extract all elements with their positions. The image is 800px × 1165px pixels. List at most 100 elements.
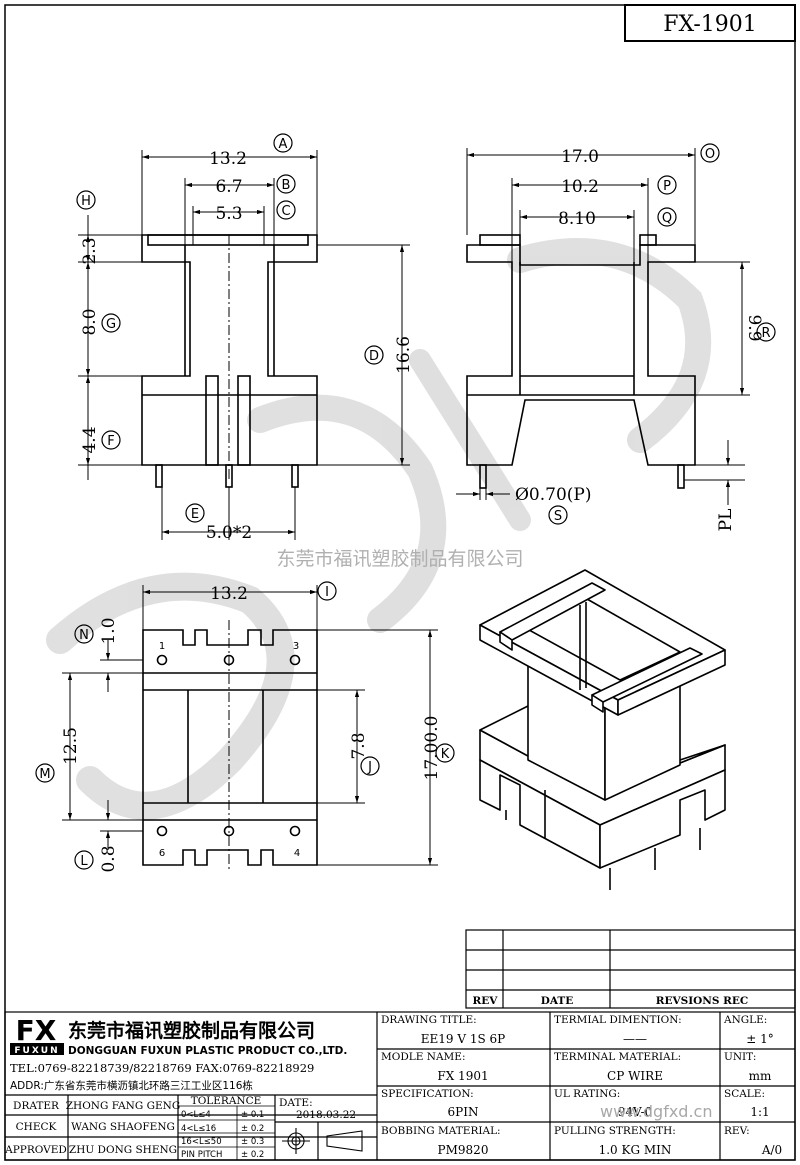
pulling-strength-label: PULLING STRENGTH: bbox=[554, 1125, 676, 1137]
tolerance-r1-range: 0<L≤4 bbox=[181, 1110, 211, 1120]
dim-n-value: 1.0 bbox=[99, 617, 119, 644]
drater-name: ZHONG FANG GENG bbox=[66, 1100, 180, 1112]
svg-text:FUXUN: FUXUN bbox=[14, 1046, 59, 1056]
pulling-strength-value: 1.0 KG MIN bbox=[599, 1143, 672, 1157]
bobbin-material-label: BOBBING MATERIAL: bbox=[381, 1125, 501, 1137]
label-c: C bbox=[281, 204, 290, 219]
label-n: N bbox=[79, 628, 89, 643]
company-address: ADDR:广东省东莞市横沥镇北环路三江工业区116栋 bbox=[10, 1079, 253, 1092]
tolerance-title: TOLERANCE bbox=[191, 1095, 262, 1107]
dim-c-value: 5.3 bbox=[215, 204, 242, 224]
company-tel: TEL:0769-82218739/82218769 FAX:0769-8221… bbox=[10, 1061, 314, 1075]
bottom-circle-labels bbox=[35, 581, 455, 870]
watermark-text: 东莞市福讯塑胶制品有限公司 bbox=[276, 548, 523, 570]
label-q: Q bbox=[662, 211, 672, 226]
specification-value: 6PIN bbox=[448, 1105, 479, 1119]
dim-o-value: 17.0 bbox=[561, 147, 599, 167]
check-name: WANG SHAOFENG bbox=[71, 1121, 175, 1133]
label-d: D bbox=[369, 349, 379, 364]
label-j: J bbox=[367, 760, 372, 775]
isometric-view bbox=[479, 569, 726, 890]
drawing-title-value: EE19 V 1S 6P bbox=[421, 1032, 505, 1046]
pin-6-label: 6 bbox=[159, 848, 165, 859]
terminal-dim-value: —— bbox=[623, 1032, 647, 1046]
drawing-title-label: DRAWING TITLE: bbox=[381, 1014, 477, 1026]
side-dims bbox=[456, 148, 750, 505]
projection-symbol-icon bbox=[282, 1128, 363, 1154]
label-i: I bbox=[325, 585, 329, 600]
company-name-en: DONGGUAN FUXUN PLASTIC PRODUCT CO.,LTD. bbox=[68, 1045, 347, 1057]
label-g: G bbox=[106, 317, 116, 332]
revision-table bbox=[465, 929, 796, 1009]
specification-label: SPECIFICATION: bbox=[381, 1088, 474, 1100]
drawing-number-box: FX-1901 bbox=[624, 4, 796, 42]
pin-4-label: 4 bbox=[294, 848, 300, 859]
pin-1-label: 1 bbox=[159, 641, 165, 652]
dim-pin-diameter: Ø0.70(P) bbox=[515, 485, 592, 505]
tolerance-r2-range: 4<L≤16 bbox=[181, 1124, 216, 1134]
label-p: P bbox=[663, 179, 671, 194]
svg-text:FX: FX bbox=[16, 1014, 57, 1047]
tolerance-r3-value: ± 0.3 bbox=[241, 1137, 264, 1147]
dim-pl-value: PL bbox=[716, 509, 736, 532]
label-s: S bbox=[554, 509, 562, 524]
dim-h-value: 2.3 bbox=[80, 237, 100, 264]
front-circle-labels bbox=[76, 133, 384, 523]
angle-value: ± 1° bbox=[746, 1032, 774, 1046]
dim-r-value: 9.9 bbox=[744, 314, 764, 341]
pin-3-label: 3 bbox=[293, 641, 299, 652]
terminal-dim-label: TERMIAL DIMENTION: bbox=[554, 1014, 682, 1026]
dim-l-value: 0.8 bbox=[99, 845, 119, 872]
drawing-number: FX-1901 bbox=[663, 12, 757, 37]
watermark-url: www.dgfxd.cn bbox=[600, 1102, 712, 1121]
title-block-grid bbox=[4, 1011, 796, 1161]
dim-a-value: 13.2 bbox=[209, 149, 247, 169]
angle-label: ANGLE: bbox=[723, 1014, 767, 1026]
terminal-material-label: TERMINAL MATERIAL: bbox=[554, 1051, 681, 1063]
label-k: K bbox=[441, 747, 450, 762]
dim-k-value: 17.00.0 bbox=[422, 716, 442, 781]
approved-label: APPROVED bbox=[4, 1144, 67, 1156]
tolerance-r1-value: ± 0.1 bbox=[241, 1110, 264, 1120]
approved-name: ZHU DONG SHENG bbox=[69, 1144, 177, 1156]
dim-j-value: 7.8 bbox=[349, 732, 369, 759]
dim-f-value: 4.4 bbox=[80, 426, 100, 453]
rev-label: REV: bbox=[724, 1125, 750, 1137]
label-r: R bbox=[761, 326, 770, 341]
unit-value: mm bbox=[749, 1069, 772, 1083]
tolerance-r4-range: PIN PITCH bbox=[181, 1150, 222, 1160]
date-label: DATE: bbox=[279, 1097, 313, 1109]
scale-label: SCALE: bbox=[724, 1088, 765, 1100]
label-l: L bbox=[80, 854, 88, 869]
dim-g-value: 8.0 bbox=[80, 308, 100, 335]
date-value: 2018.03.22 bbox=[296, 1109, 356, 1121]
model-value: FX 1901 bbox=[437, 1069, 488, 1083]
sheet-border bbox=[4, 4, 796, 1161]
revisions-col-header: REVSIONS REC bbox=[656, 995, 748, 1007]
dim-i-value: 13.2 bbox=[210, 584, 248, 604]
bobbin-material-value: PM9820 bbox=[438, 1143, 489, 1157]
dim-p-value: 10.2 bbox=[561, 177, 599, 197]
company-name-cn: 东莞市福讯塑胶制品有限公司 bbox=[68, 1019, 315, 1042]
unit-label: UNIT: bbox=[724, 1051, 756, 1063]
label-e: E bbox=[191, 507, 199, 522]
label-h: H bbox=[81, 194, 91, 209]
label-b: B bbox=[282, 178, 291, 193]
date-col-header: DATE bbox=[541, 995, 574, 1007]
label-f: F bbox=[107, 434, 114, 449]
check-label: CHECK bbox=[16, 1121, 57, 1133]
side-view bbox=[466, 234, 696, 489]
side-circle-labels bbox=[548, 143, 776, 525]
label-o: O bbox=[705, 147, 715, 162]
company-logo: FX FUXUN bbox=[10, 1014, 64, 1056]
scale-value: 1:1 bbox=[750, 1105, 769, 1119]
tolerance-r4-value: ± 0.2 bbox=[241, 1150, 264, 1160]
front-view bbox=[141, 234, 318, 488]
drater-label: DRATER bbox=[13, 1100, 60, 1112]
dim-m-value: 12.5 bbox=[61, 727, 81, 765]
rev-col-header: REV bbox=[473, 995, 499, 1007]
dim-b-value: 6.7 bbox=[215, 177, 242, 197]
label-m: M bbox=[39, 767, 50, 782]
dim-d-value: 16.6 bbox=[394, 336, 414, 374]
